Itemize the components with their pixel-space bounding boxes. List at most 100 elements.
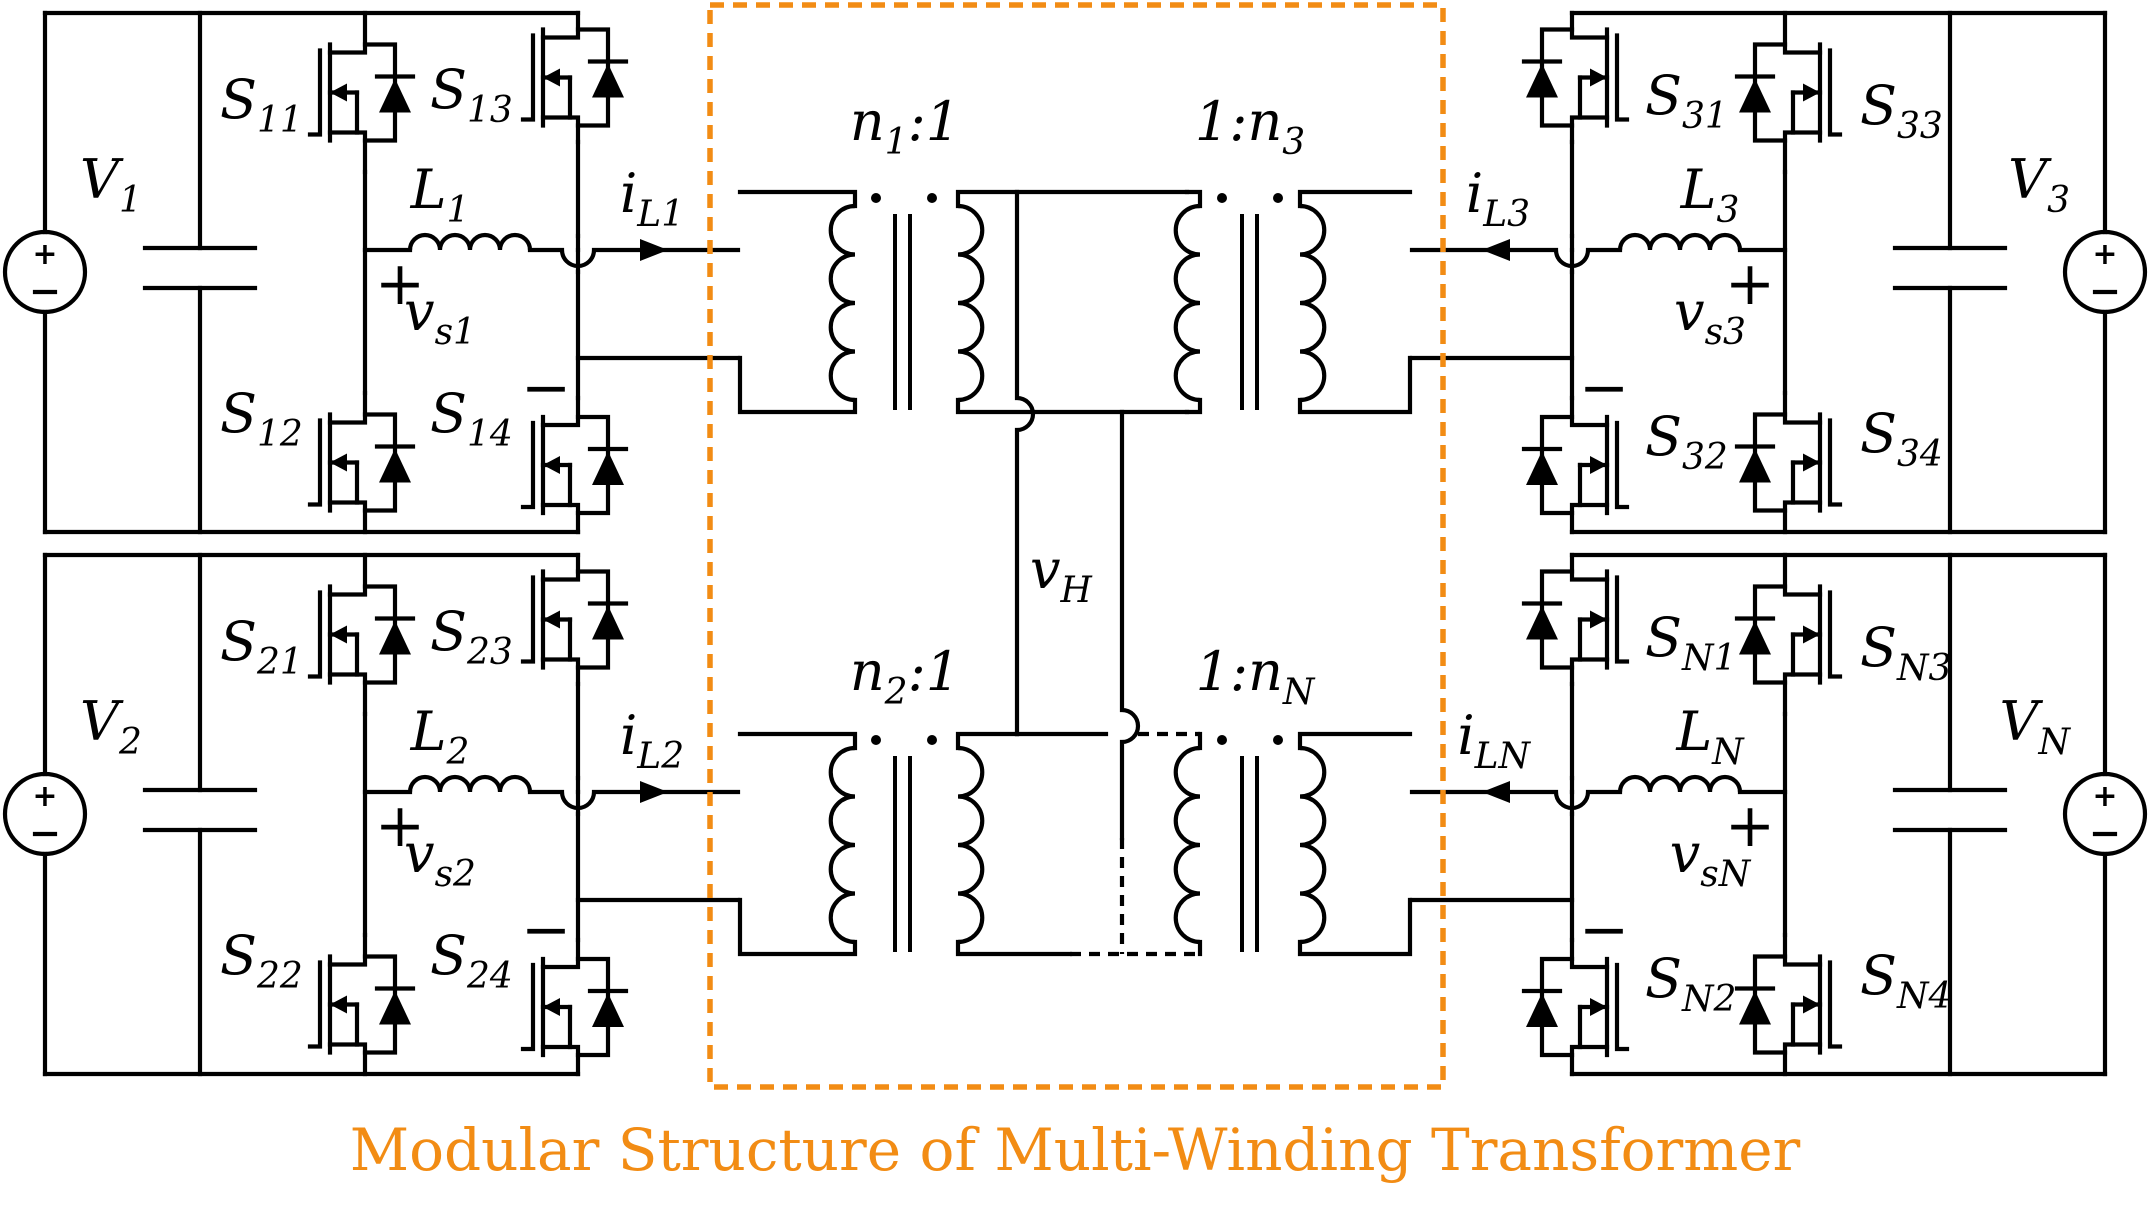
switch-label-23: S23 [430, 600, 513, 673]
switch-label-13-sub: 13 [467, 90, 513, 131]
diode-body [1526, 993, 1558, 1027]
voltage-label-port-2-main: v [404, 822, 435, 885]
turns-ratio-port-1-n: n [850, 90, 885, 153]
minus-sign-port-2: − [521, 895, 571, 965]
diode-body [1739, 990, 1771, 1025]
mosfet-gate [1614, 33, 1630, 122]
mosfet-gate [1614, 962, 1630, 1052]
source-plus: + [2092, 237, 2117, 272]
mosfet-leads [540, 937, 581, 1077]
primary-coil [1299, 745, 1327, 945]
mosfet-arrow [1590, 456, 1607, 474]
diode-body [592, 605, 624, 640]
primary-lead-bottom [737, 897, 858, 957]
switch-label-23-sub: 23 [466, 632, 513, 673]
plus-sign-port-3: + [1725, 249, 1775, 319]
mosfet-gate [520, 420, 536, 510]
hub-line-left [1014, 189, 1036, 737]
mosfet-leads [327, 390, 368, 535]
polarity-dot-primary [1217, 193, 1227, 203]
current-arrow [640, 781, 668, 803]
mosfet-leads [327, 552, 368, 717]
switch-label-33-sub: 33 [1897, 106, 1943, 147]
switch-leg-a-bottom [1734, 932, 1843, 1077]
current-label-port-1: iL1 [620, 162, 684, 235]
primary-lead-top [737, 731, 858, 751]
primary-lead-bottom [1297, 355, 1413, 415]
diode-body [1526, 451, 1558, 485]
current-label-port-3: iL3 [1466, 162, 1530, 235]
mosfet-gate [520, 962, 536, 1052]
mosfet-leads [1569, 937, 1610, 1077]
turns-ratio-port-1: n1:1 [850, 90, 960, 163]
mosfet-arrow [543, 610, 560, 629]
inductor-lead-out [527, 789, 741, 811]
switch-leg-a-bottom [307, 932, 416, 1077]
inductor-label-port-2: L2 [410, 700, 470, 773]
switch-label-32-sub: 32 [1682, 437, 1728, 478]
mosfet-arrow [543, 456, 560, 474]
mosfet-gate [1614, 420, 1630, 510]
switch-label-12-main: S [220, 382, 257, 445]
turns-ratio-port-3-sub: 3 [1282, 122, 1305, 163]
primary-lead-bottom [1297, 897, 1413, 957]
inductor [1617, 232, 1743, 251]
switch-label-N4-main: S [1860, 944, 1897, 1007]
switch-label-33-main: S [1860, 74, 1897, 137]
diode-body [379, 448, 411, 483]
switch-label-N4-sub: N4 [1896, 976, 1951, 1017]
switch-label-22: S22 [220, 924, 303, 997]
dc-rails [42, 552, 581, 1077]
mosfet-arrow [543, 998, 560, 1016]
switch-leg-a-top [1734, 10, 1843, 175]
secondary-coil [1173, 745, 1201, 945]
switch-label-23-main: S [430, 600, 467, 663]
inductor-lead-out [527, 247, 741, 269]
current-label-port-3-main: i [1466, 162, 1483, 225]
switch-label-32: S32 [1645, 405, 1728, 478]
switch-leg-b-top [520, 10, 629, 145]
components-layer [737, 189, 1413, 957]
secondary-lead-top [955, 731, 1020, 751]
switch-label-33: S33 [1860, 74, 1943, 147]
secondary-lead-bottom [955, 939, 1073, 957]
polarity-dot-secondary [927, 193, 937, 203]
source-plus: + [32, 779, 57, 814]
turns-ratio-port-n-sub: N [1282, 672, 1316, 713]
switch-label-34-sub: 34 [1897, 434, 1943, 475]
turns-ratio-port-2-sub: 2 [884, 672, 908, 713]
mosfet-leads [1569, 395, 1610, 535]
mosfet-arrow [330, 995, 347, 1014]
source-label-port-n-main: V [2000, 690, 2044, 753]
voltage-label-port-1-sub: s1 [435, 312, 476, 353]
primary-coil [828, 745, 856, 945]
switch-label-21-main: S [220, 610, 257, 673]
inductor-label-port-3-main: L [1680, 158, 1717, 221]
voltage-label-port-3-main: v [1674, 280, 1705, 343]
switch-label-34-main: S [1860, 402, 1897, 465]
minus-sign-port-3: − [1579, 353, 1629, 423]
minus-sign-port-1: − [521, 353, 571, 423]
turns-ratio-port-n-n: n [1248, 640, 1283, 703]
mosfet-arrow [1803, 83, 1820, 102]
mosfet-leads [540, 10, 581, 145]
secondary-lead-top [1184, 189, 1203, 209]
voltage-label-port-n: vsN [1670, 822, 1752, 895]
voltage-label-port-n-main: v [1670, 822, 1701, 885]
switch-label-11-sub: 11 [257, 100, 303, 141]
current-label-port-2-sub: L2 [636, 736, 684, 777]
switch-leg-b-top [520, 552, 629, 687]
mosfet-leads [327, 10, 368, 175]
polarity-dot-secondary [1273, 193, 1283, 203]
current-label-port-n-main: i [1457, 704, 1474, 767]
current-label-port-n-sub: LN [1474, 736, 1532, 777]
switch-leg-b-bottom [1521, 937, 1630, 1077]
inductor [1617, 774, 1743, 793]
mosfet-arrow [1803, 453, 1820, 472]
current-arrow [640, 239, 668, 261]
switch-leg-a-top [1734, 552, 1843, 717]
inductor-label-port-n-main: L [1675, 700, 1712, 763]
mosfet-gate [1827, 960, 1843, 1049]
switch-label-31: S31 [1645, 64, 1728, 137]
